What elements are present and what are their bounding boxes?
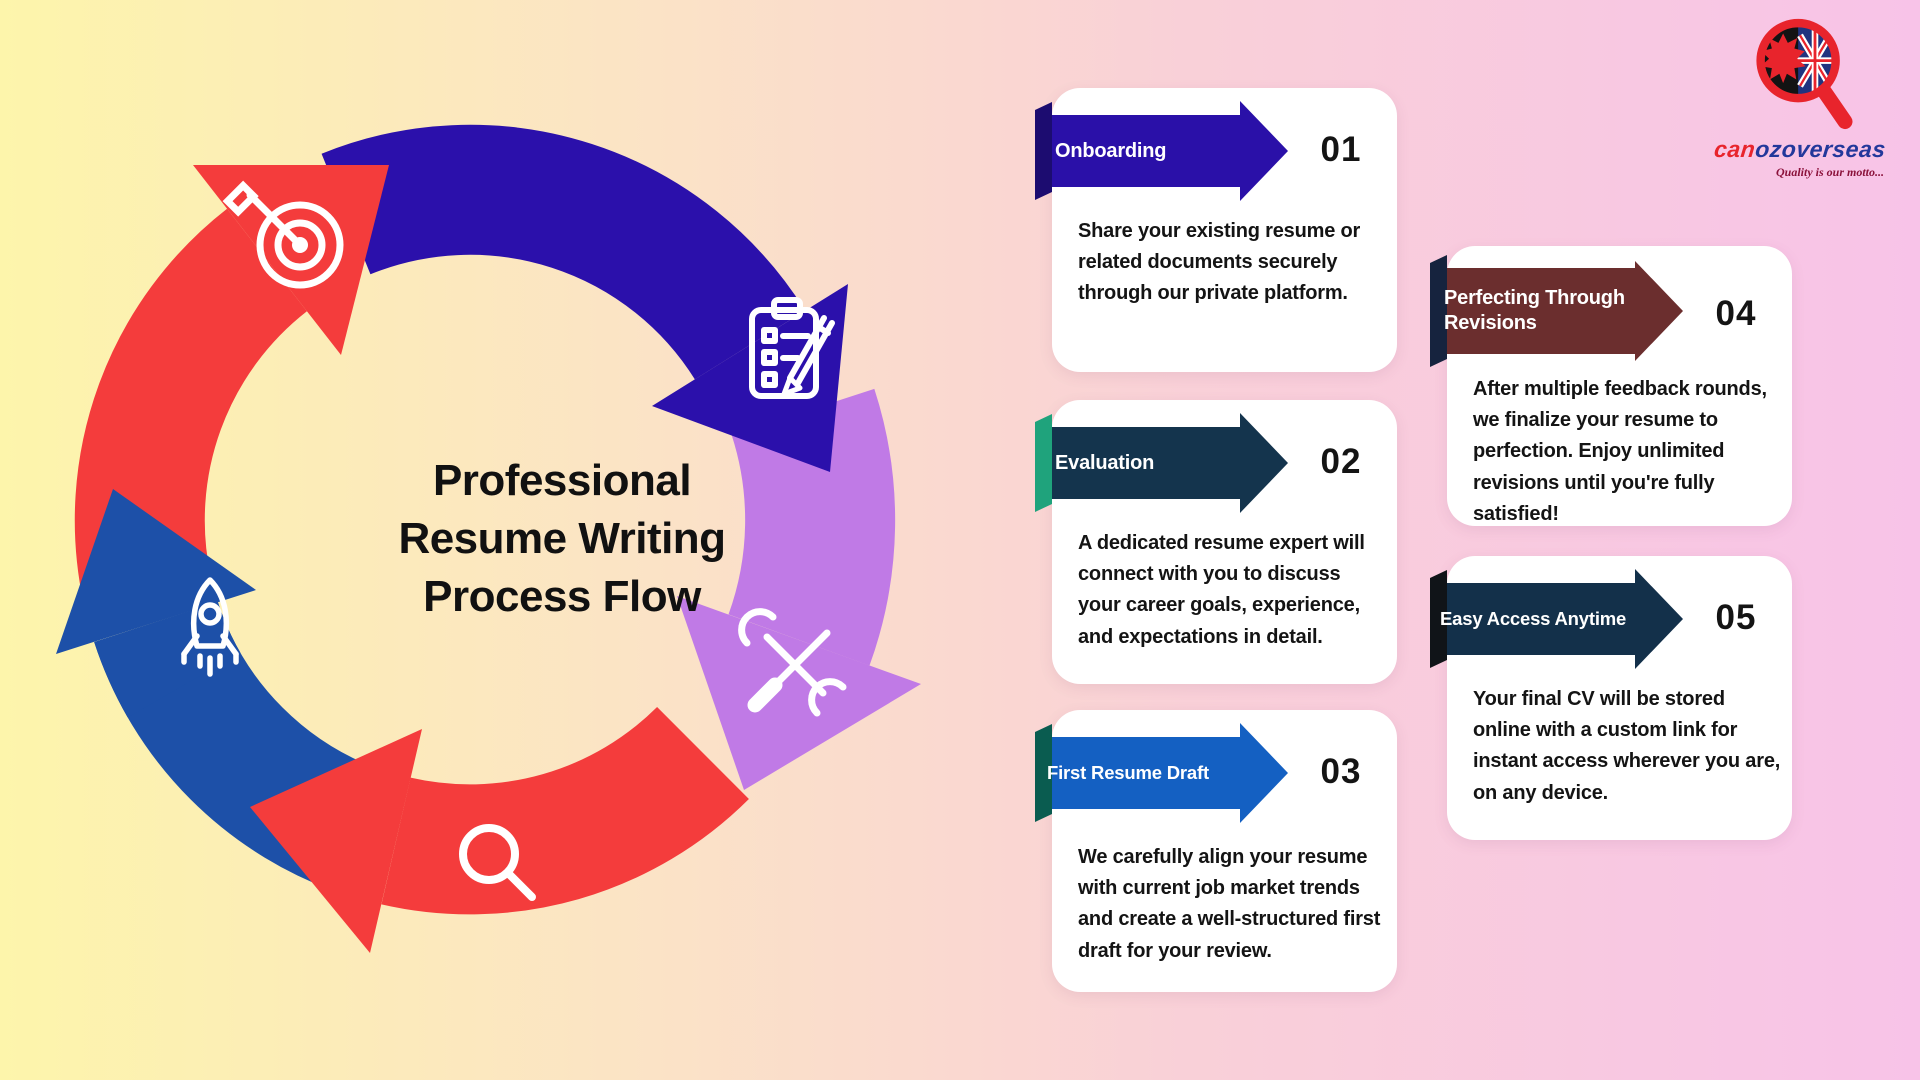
company-logo: canozoverseas Quality is our motto...	[1700, 6, 1900, 180]
step-description: After multiple feedback rounds, we final…	[1473, 378, 1767, 525]
step-description: A dedicated resume expert will connect w…	[1078, 532, 1365, 648]
step-label: Perfecting Through Revisions	[1444, 287, 1625, 334]
step-card-onboarding: Onboarding 01 Share your existing resume…	[1035, 88, 1397, 372]
step-banner: Easy Access Anytime	[1430, 583, 1635, 655]
target-icon	[222, 180, 344, 289]
search-icon	[459, 824, 536, 901]
step-label: Onboarding	[1055, 139, 1167, 162]
step-description: Your final CV will be stored online with…	[1473, 688, 1781, 804]
step-card-first-draft: First Resume Draft 03 We carefully align…	[1035, 710, 1397, 992]
step-banner: Evaluation	[1035, 427, 1240, 499]
step-number: 01	[1320, 130, 1362, 169]
step-label: Evaluation	[1055, 451, 1155, 474]
step-label: First Resume Draft	[1047, 762, 1209, 784]
rocket-icon	[181, 577, 239, 677]
brand-motto: Quality is our motto...	[1775, 165, 1885, 179]
step-card-evaluation: Evaluation 02 A dedicated resume expert …	[1035, 400, 1397, 684]
brand-name: canozoverseas	[1699, 136, 1902, 163]
step-description: We carefully align your resume with curr…	[1078, 846, 1381, 962]
step-banner: Perfecting Through Revisions	[1430, 268, 1635, 354]
magnifier-flag-logo-icon	[1756, 18, 1853, 130]
step-card-revisions: Perfecting Through Revisions 04 After mu…	[1430, 246, 1792, 526]
step-number: 05	[1715, 598, 1757, 637]
page-title: Professional Resume Writing Process Flow	[398, 456, 726, 622]
cycle-arrow-launch-head	[56, 489, 256, 718]
process-cycle-diagram	[56, 124, 921, 953]
step-number: 04	[1715, 294, 1757, 333]
step-number: 03	[1320, 752, 1362, 791]
cycle-arrow-research	[250, 706, 749, 953]
maple-leaf-icon	[1760, 33, 1806, 84]
step-banner: Onboarding	[1035, 115, 1240, 187]
step-number: 02	[1320, 442, 1362, 481]
step-description: Share your existing resume or related do…	[1078, 220, 1361, 305]
step-card-easy-access: Easy Access Anytime 05 Your final CV wil…	[1430, 556, 1792, 840]
step-label: Easy Access Anytime	[1440, 608, 1627, 630]
tools-icon	[738, 608, 847, 717]
clipboard-pencil-icon	[749, 297, 835, 399]
brand-suffix: ozoverseas	[1754, 136, 1888, 162]
brand-prefix: can	[1712, 136, 1757, 162]
step-banner: First Resume Draft	[1035, 737, 1240, 809]
